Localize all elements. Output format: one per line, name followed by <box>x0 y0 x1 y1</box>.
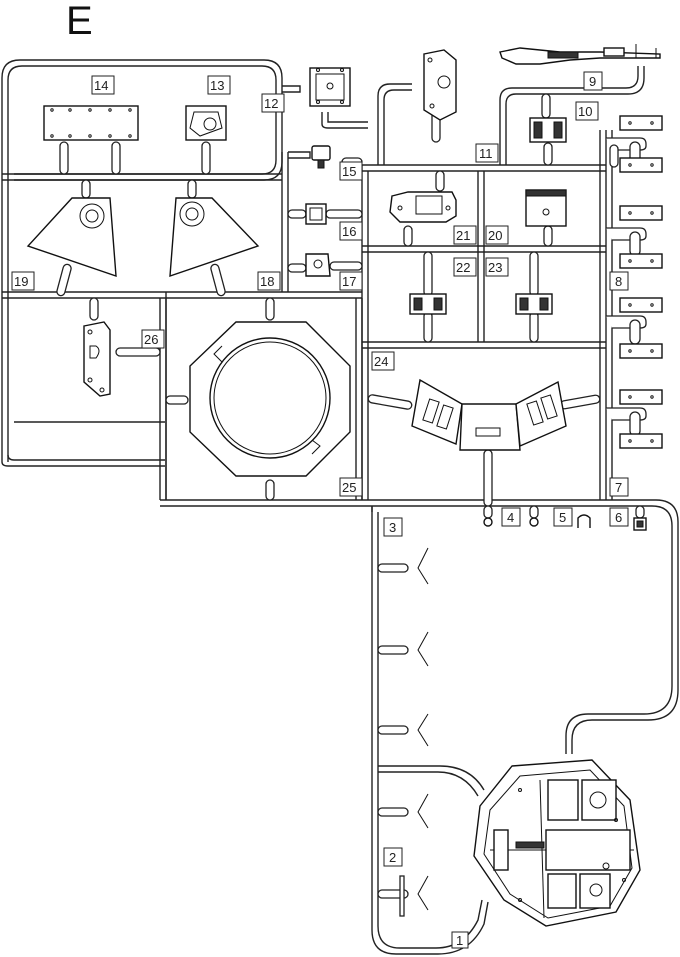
svg-text:17: 17 <box>342 274 356 289</box>
part-hatch-top <box>423 49 457 121</box>
svg-text:9: 9 <box>589 74 596 89</box>
part-13-periscope <box>185 105 227 141</box>
svg-text:20: 20 <box>488 228 502 243</box>
svg-text:24: 24 <box>374 354 388 369</box>
part-1-turret-roof <box>473 759 641 927</box>
label-13: 13 <box>207 75 231 95</box>
label-14: 14 <box>91 75 115 95</box>
svg-text:1: 1 <box>456 933 463 948</box>
part-5-hook <box>577 514 591 528</box>
label-3: 3 <box>383 517 403 537</box>
label-1: 1 <box>451 931 469 949</box>
label-16: 16 <box>339 221 363 241</box>
label-6: 6 <box>609 507 629 527</box>
part-9-machine-gun <box>499 44 661 65</box>
svg-text:26: 26 <box>144 332 158 347</box>
label-11: 11 <box>475 143 499 163</box>
sprue-letter: E <box>66 0 93 43</box>
label-19: 19 <box>11 271 35 291</box>
part-6-square-nut <box>633 517 647 531</box>
rail-top-right <box>321 66 645 165</box>
part-21-gun-mount <box>389 191 457 223</box>
label-5: 5 <box>553 507 573 527</box>
label-26: 26 <box>141 329 165 349</box>
label-17: 17 <box>339 271 363 291</box>
part-number-labels: 1 2 3 4 5 6 7 8 9 10 11 12 13 14 15 16 1… <box>11 71 629 949</box>
label-2: 2 <box>383 847 403 867</box>
part-15-light <box>311 145 331 169</box>
svg-text:2: 2 <box>389 850 396 865</box>
label-23: 23 <box>485 257 509 277</box>
svg-text:5: 5 <box>559 510 566 525</box>
part-16-small-square <box>305 203 327 225</box>
svg-text:21: 21 <box>456 228 470 243</box>
svg-text:8: 8 <box>615 274 622 289</box>
part-23-twin-block <box>515 293 553 315</box>
label-10: 10 <box>575 101 599 121</box>
label-22: 22 <box>453 257 477 277</box>
frame-middle <box>160 130 613 507</box>
svg-text:19: 19 <box>14 274 28 289</box>
label-20: 20 <box>485 225 509 245</box>
svg-text:14: 14 <box>94 78 108 93</box>
label-25: 25 <box>339 477 363 497</box>
part-right-trapezoid-plate <box>169 197 260 278</box>
label-21: 21 <box>453 225 477 245</box>
part-8-plates <box>619 115 663 449</box>
label-24: 24 <box>371 351 395 371</box>
part-12-square-block <box>309 67 351 107</box>
part-14-hatch-plate <box>43 105 139 141</box>
svg-text:10: 10 <box>578 104 592 119</box>
label-15: 15 <box>339 161 363 181</box>
label-4: 4 <box>501 507 521 527</box>
part-25-turret-ring <box>189 321 351 477</box>
svg-text:13: 13 <box>210 78 224 93</box>
part-22-twin-block <box>409 293 447 315</box>
part-4-hook <box>483 517 539 527</box>
svg-text:18: 18 <box>260 274 274 289</box>
svg-text:22: 22 <box>456 260 470 275</box>
part-26-bracket <box>83 321 111 397</box>
label-8: 8 <box>609 271 629 291</box>
svg-text:23: 23 <box>488 260 502 275</box>
label-7: 7 <box>609 477 629 497</box>
svg-text:15: 15 <box>342 164 356 179</box>
svg-text:6: 6 <box>615 510 622 525</box>
svg-text:25: 25 <box>342 480 356 495</box>
part-17-small-plate <box>305 253 331 277</box>
part-20-box-hinge <box>525 189 567 227</box>
label-18: 18 <box>257 271 281 291</box>
part-left-trapezoid-plate <box>26 197 117 278</box>
svg-text:3: 3 <box>389 520 396 535</box>
part-3-chevrons <box>417 547 429 911</box>
svg-text:12: 12 <box>264 96 278 111</box>
label-9: 9 <box>583 71 603 91</box>
part-10-twin-box <box>529 117 567 143</box>
svg-text:11: 11 <box>479 146 493 161</box>
rail-top-connectors <box>282 85 311 159</box>
frame-lower <box>371 499 679 955</box>
svg-text:16: 16 <box>342 224 356 239</box>
svg-text:4: 4 <box>507 510 514 525</box>
label-12: 12 <box>261 93 285 113</box>
svg-text:7: 7 <box>615 480 622 495</box>
part-24-armor-panels <box>411 378 567 451</box>
